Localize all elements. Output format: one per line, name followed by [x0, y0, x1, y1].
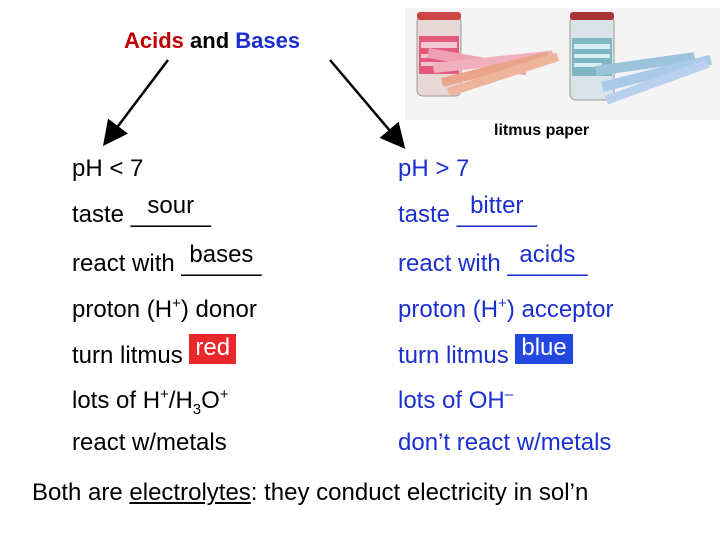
acid-proton: proton (H+) donor [72, 295, 257, 324]
acid-ions-sup2: + [219, 386, 229, 403]
blank-line: ______ [130, 201, 211, 228]
base-litmus-label: turn litmus [398, 342, 509, 369]
title-acids: Acids [124, 28, 184, 53]
acid-react-label: react with [72, 250, 175, 277]
acid-litmus: turn litmus red [72, 334, 237, 372]
base-proton-suffix: ) acceptor [506, 296, 614, 323]
base-ions-text: lots of OH [398, 387, 505, 414]
base-ions: lots of OH– [398, 386, 513, 415]
acid-react-answer: bases [189, 241, 254, 268]
base-react-answer: acids [519, 241, 576, 268]
litmus-paper-photo [405, 8, 720, 120]
acid-ions-mid: /H [168, 387, 193, 414]
base-taste-label: taste [398, 201, 451, 228]
acid-ions-o: O [201, 387, 220, 414]
acid-proton-suffix: ) donor [180, 296, 257, 323]
acid-ions: lots of H+/H3O+ [72, 386, 229, 418]
blue-swatch: blue [515, 334, 573, 364]
acid-litmus-label: turn litmus [72, 342, 183, 369]
acid-ions-sub: 3 [192, 400, 202, 418]
base-proton: proton (H+) acceptor [398, 295, 614, 324]
base-ions-sup: – [504, 386, 514, 403]
base-react: react with ______ acids [398, 241, 588, 278]
red-litmus-vial [416, 12, 560, 97]
acid-ions-sup1: + [160, 386, 169, 403]
base-proton-text: proton (H [398, 296, 499, 323]
arrow-to-bases [329, 59, 406, 149]
acid-taste: taste ______ sour [72, 192, 211, 229]
blank-line: ______ [181, 250, 262, 277]
photo-caption: litmus paper [494, 122, 590, 139]
page-title: Acids and Bases [124, 28, 300, 54]
arrow-to-acids [102, 59, 169, 146]
acid-taste-blank: ______ sour [130, 192, 211, 229]
footer-term: electrolytes [129, 479, 251, 506]
base-react-label: react with [398, 250, 501, 277]
acid-proton-sup: + [172, 295, 181, 312]
acid-taste-answer: sour [147, 192, 195, 219]
acid-metals: react w/metals [72, 429, 227, 456]
base-taste-answer: bitter [470, 192, 524, 219]
blank-line: ______ [507, 250, 588, 277]
base-react-blank: ______ acids [507, 241, 588, 278]
acid-react-blank: ______ bases [181, 241, 262, 278]
acid-taste-label: taste [72, 201, 125, 228]
acid-ph: pH < 7 [72, 155, 144, 182]
base-taste: taste ______ bitter [398, 192, 537, 229]
footer-statement: Both are electrolytes: they conduct elec… [32, 479, 588, 507]
base-taste-blank: ______ bitter [456, 192, 537, 229]
acid-proton-text: proton (H [72, 296, 173, 323]
title-and: and [190, 28, 230, 53]
base-litmus: turn litmus blue [398, 334, 573, 372]
footer-prefix: Both are [32, 479, 123, 506]
arrows [102, 59, 406, 149]
blue-litmus-vial [569, 12, 713, 105]
base-ph: pH > 7 [398, 155, 470, 182]
blank-line: ______ [456, 201, 537, 228]
base-metals: don’t react w/metals [398, 429, 612, 456]
acid-react: react with ______ bases [72, 241, 262, 278]
title-bases: Bases [235, 28, 301, 53]
red-swatch: red [189, 334, 237, 364]
base-proton-sup: + [498, 295, 507, 312]
acid-ions-text: lots of H [72, 387, 161, 414]
footer-suffix: : they conduct electricity in sol’n [250, 479, 589, 506]
